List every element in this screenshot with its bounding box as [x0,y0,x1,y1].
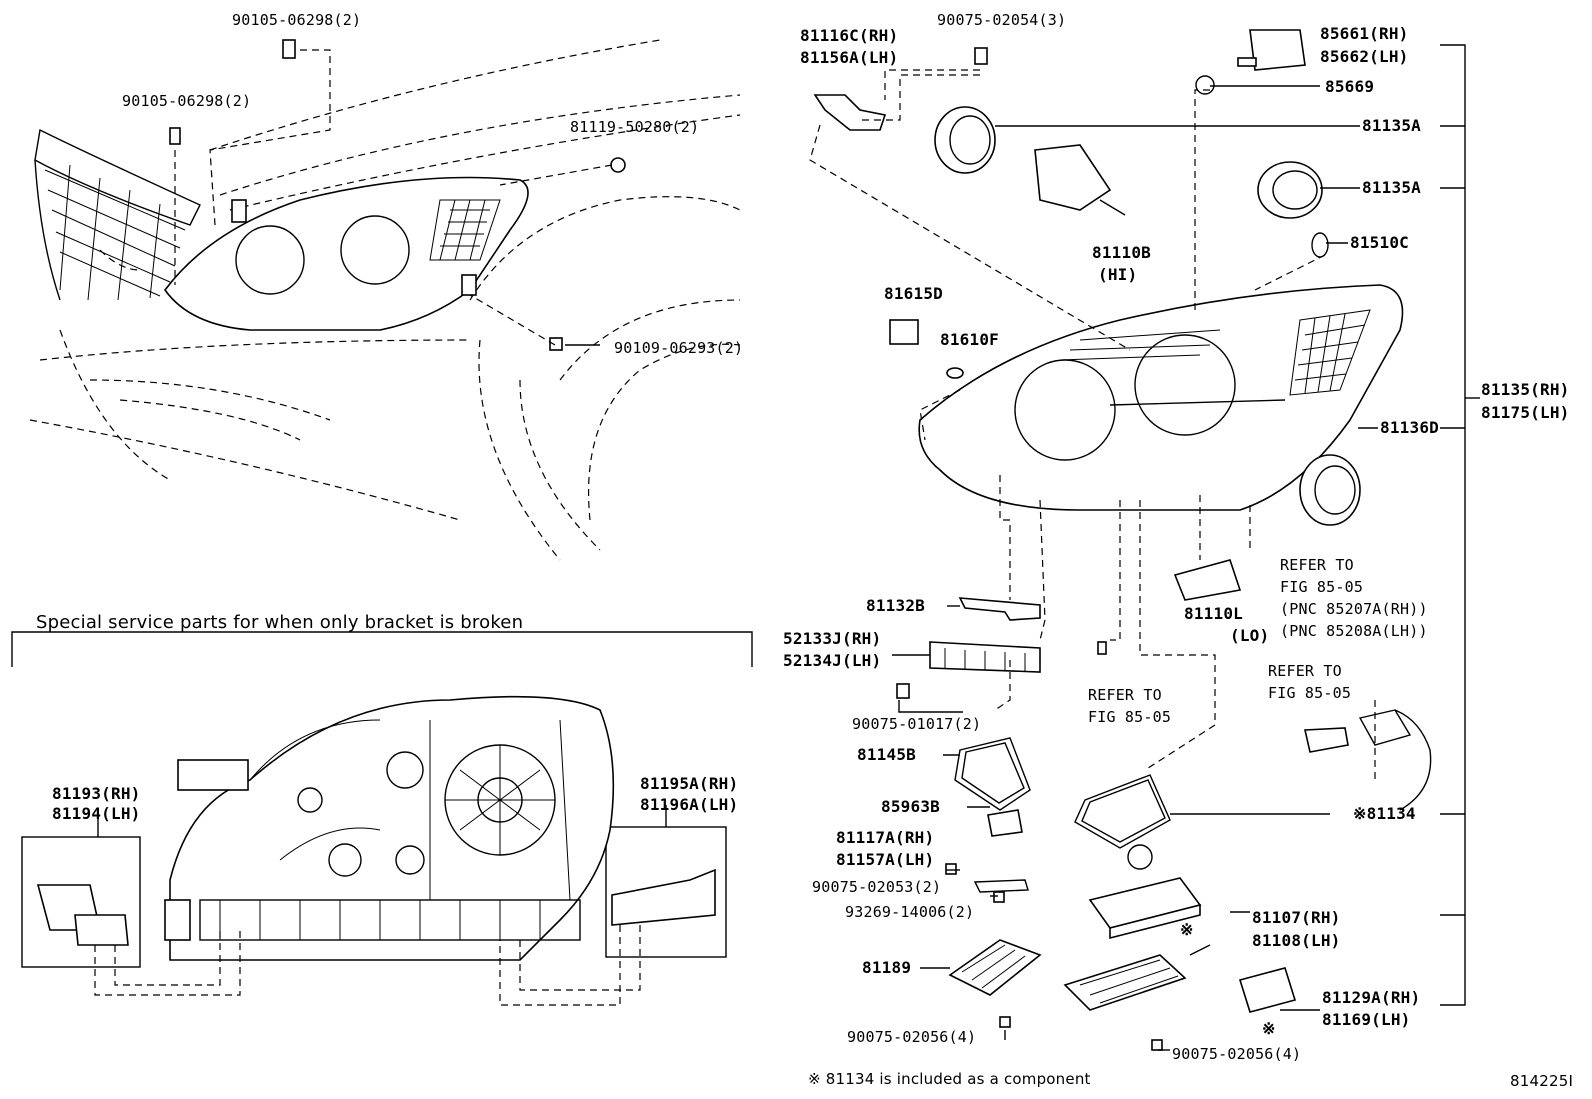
label-81610f: 81610F [940,330,999,349]
label-85963b: 85963B [881,797,940,816]
label-90105-06298-a: 90105-06298(2) [232,11,362,29]
refer1-line2: FIG 85-05 [1280,578,1364,596]
label-81110l: 81110L [1184,604,1243,623]
headlamp-exploded-illustration [809,29,1480,1051]
label-81132b: 81132B [866,596,925,615]
label-90075-01017: 90075-01017(2) [852,715,982,733]
label-93269-14006: 93269-14006(2) [845,903,975,921]
label-90075-02056-a: 90075-02056(4) [847,1028,977,1046]
label-52134j: 52134J(LH) [783,651,882,670]
label-81110l-lo: (LO) [1230,626,1270,645]
refer2-line2: FIG 85-05 [1268,684,1352,702]
vehicle-front-illustration [29,39,741,561]
refer1-line4: (PNC 85208A(LH)) [1280,622,1428,640]
label-81135a-1: 81135A [1362,116,1421,135]
bracket-service-illustration [11,631,753,1006]
label-90109-06293: 90109-06293(2) [614,339,744,357]
refer3-line2: FIG 85-05 [1088,708,1172,726]
label-90075-02056-b: 90075-02056(4) [1172,1045,1302,1063]
compo-mark-1: ※ [1180,920,1194,939]
label-81193: 81193(RH) [52,784,141,803]
label-81119-50280: 81119-50280(2) [570,118,700,136]
label-81194: 81194(LH) [52,804,141,823]
refer1-line1: REFER TO [1280,556,1354,574]
label-85662: 85662(LH) [1320,47,1409,66]
label-81510c: 81510C [1350,233,1409,252]
service-parts-title: Special service parts for when only brac… [36,612,524,633]
label-81175lh: 81175(LH) [1481,403,1570,422]
label-81107: 81107(RH) [1252,908,1341,927]
refer1-line3: (PNC 85207A(RH)) [1280,600,1428,618]
figure-code: 814225I [1510,1072,1574,1090]
label-81108: 81108(LH) [1252,931,1341,950]
label-81157a: 81157A(LH) [836,850,935,869]
label-81110b: 81110B [1092,243,1151,262]
label-81134: ※81134 [1353,804,1416,823]
label-81615d: 81615D [884,284,943,303]
label-81135a-2: 81135A [1362,178,1421,197]
label-90075-02054: 90075-02054(3) [937,11,1067,29]
footnote: ※ 81134 is included as a component [808,1070,1091,1088]
label-81145b: 81145B [857,745,916,764]
label-81135rh: 81135(RH) [1481,380,1570,399]
label-90105-06298-b: 90105-06298(2) [122,92,252,110]
label-81189: 81189 [862,958,912,977]
compo-mark-2: ※ [1262,1019,1276,1038]
label-81110b-hi: (HI) [1098,265,1138,284]
label-81195a: 81195A(RH) [640,774,739,793]
refer3-line1: REFER TO [1088,686,1162,704]
label-85661: 85661(RH) [1320,24,1409,43]
label-81156a: 81156A(LH) [800,48,899,67]
refer2-line1: REFER TO [1268,662,1342,680]
label-85669: 85669 [1325,77,1375,96]
label-52133j: 52133J(RH) [783,629,882,648]
label-81169: 81169(LH) [1322,1010,1411,1029]
label-81196a: 81196A(LH) [640,795,739,814]
label-81116c: 81116C(RH) [800,26,899,45]
label-81129a: 81129A(RH) [1322,988,1421,1007]
label-81117a: 81117A(RH) [836,828,935,847]
label-90075-02053: 90075-02053(2) [812,878,942,896]
label-81136d: 81136D [1380,418,1439,437]
